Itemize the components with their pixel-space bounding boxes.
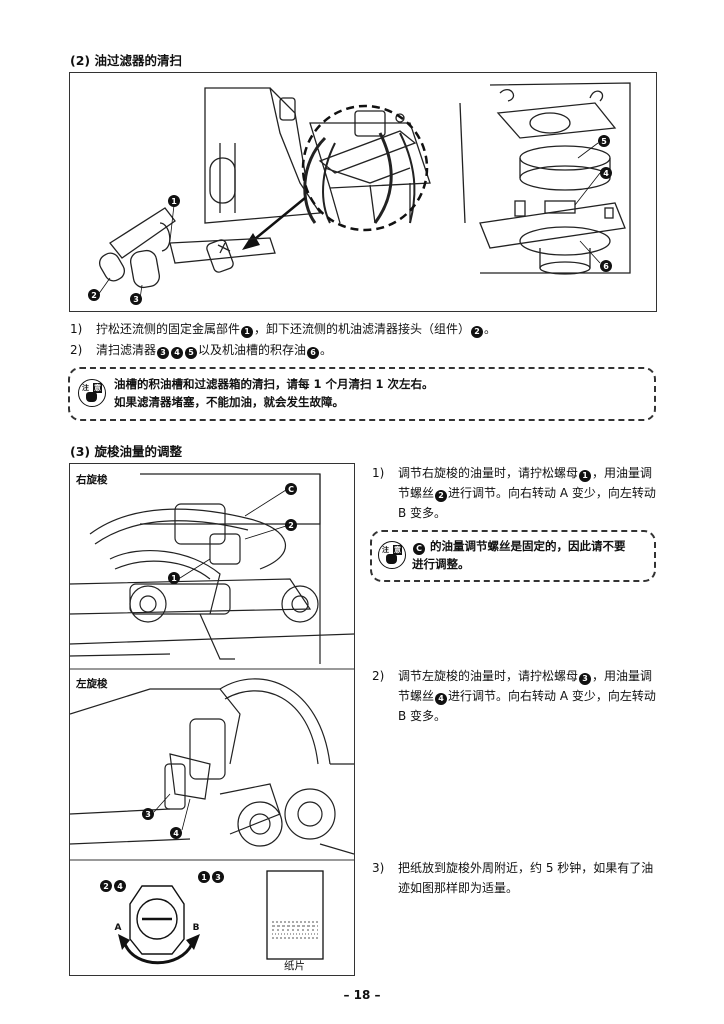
svg-text:1: 1	[201, 873, 207, 882]
step-text: 。	[484, 322, 497, 336]
step-text: ，用油量调节螺丝	[398, 669, 653, 703]
caution-box-c-screw: 注意 C 的油量调节螺丝是固定的，因此请不要 进行调整。	[370, 530, 656, 582]
badge-2: 2	[471, 326, 484, 338]
badge-4: 4	[171, 347, 184, 359]
screw-badge-1: 1	[198, 871, 210, 883]
svg-text:3: 3	[133, 295, 139, 304]
badge-4: 4	[435, 693, 448, 705]
step-text: 调节右旋梭的油量时，请拧松螺母	[398, 466, 579, 480]
figure-oil-filter: 1 2 3 4 5 6	[69, 72, 657, 312]
callout-badge-4: 4	[600, 167, 612, 179]
caution-hand-icon: 注意	[78, 379, 106, 407]
svg-text:2: 2	[288, 521, 294, 530]
hook-oil-illustration: C 2 1 3 4 2 4 1 3 A B	[70, 473, 354, 965]
page-number: – 18 –	[343, 988, 381, 1002]
badge-3: 3	[579, 673, 592, 685]
badge-1: 1	[579, 470, 592, 482]
callout-badge-3: 3	[130, 293, 142, 305]
svg-text:2: 2	[91, 291, 97, 300]
step-paper-test: 3) 把纸放到旋梭外周附近，约 5 秒钟，如果有了油迹如图那样即为适量。	[372, 858, 662, 900]
svg-text:4: 4	[603, 169, 609, 178]
screw-badge-4: 4	[114, 880, 126, 892]
step-number: 2)	[70, 343, 83, 357]
callout-badge-c: C	[285, 483, 297, 495]
callout-badge-6: 6	[600, 260, 612, 272]
badge-3: 3	[157, 347, 170, 359]
figure-hook-oil: 右旋梭	[69, 463, 355, 976]
step-text: 以及机油槽的积存油	[198, 343, 307, 357]
step-number: 1)	[70, 322, 83, 336]
step-text: 把纸放到旋梭外周附近，约 5 秒钟，如果有了油迹如图那样即为适量。	[398, 861, 654, 895]
fig-label-right-hook: 右旋梭	[76, 474, 108, 486]
callout-badge-2: 2	[285, 519, 297, 531]
badge-1: 1	[241, 326, 254, 338]
section-heading-hook-oil: (3) 旋梭油量的调整	[70, 444, 182, 459]
step-text: ，卸下还流侧的机油滤清器接头（组件）	[254, 322, 471, 336]
caution-hand-icon: 注意	[378, 541, 406, 569]
svg-text:4: 4	[117, 882, 123, 891]
badge-2: 2	[435, 490, 448, 502]
svg-text:1: 1	[171, 197, 177, 206]
step-text: 进行调节。向右转动 A 变少，向左转动 B 变多。	[398, 689, 656, 723]
section-heading-oil-filter: (2) 油过滤器的清扫	[70, 53, 182, 68]
oil-filter-illustration: 1 2 3 4 5 6	[88, 82, 631, 305]
badge-c: C	[413, 543, 425, 555]
svg-text:4: 4	[173, 829, 179, 838]
svg-text:1: 1	[171, 574, 177, 583]
step-text: 拧松还流侧的固定金属部件	[96, 322, 241, 336]
callout-badge-5: 5	[598, 135, 610, 147]
step-text: 进行调节。向右转动 A 变少，向左转动 B 变多。	[398, 486, 656, 520]
screw-badge-3: 3	[212, 871, 224, 883]
caution-line-1: 油槽的积油槽和过滤器箱的清扫，请每 1 个月清扫 1 次左右。	[114, 377, 434, 391]
step-number: 3)	[372, 861, 385, 875]
svg-text:3: 3	[145, 810, 151, 819]
paper-label: 纸片	[284, 960, 305, 972]
callout-badge-3: 3	[142, 808, 154, 820]
step-text: 调节左旋梭的油量时，请拧松螺母	[398, 669, 579, 683]
caution-line-1: C 的油量调节螺丝是固定的，因此请不要	[412, 538, 626, 555]
callout-badge-1: 1	[168, 572, 180, 584]
step-number: 2)	[372, 669, 385, 683]
fig-label-left-hook: 左旋梭	[76, 678, 108, 690]
caution-line-2: 进行调整。	[412, 557, 470, 571]
svg-text:C: C	[288, 485, 294, 494]
callout-badge-1: 1	[168, 195, 180, 207]
svg-text:2: 2	[103, 882, 109, 891]
svg-text:6: 6	[603, 262, 609, 271]
caution-line-2: 如果滤清器堵塞，不能加油，就会发生故障。	[114, 395, 344, 409]
svg-text:3: 3	[215, 873, 221, 882]
screw-badge-2: 2	[100, 880, 112, 892]
step-number: 1)	[372, 466, 385, 480]
badge-6: 6	[307, 347, 320, 359]
svg-text:5: 5	[601, 137, 607, 146]
direction-label-b: B	[193, 923, 200, 933]
callout-badge-2: 2	[88, 289, 100, 301]
callout-badge-4: 4	[170, 827, 182, 839]
step-text: ，用油量调节螺丝	[398, 466, 653, 500]
badge-5: 5	[185, 347, 198, 359]
caution-box-filter: 注意 油槽的积油槽和过滤器箱的清扫，请每 1 个月清扫 1 次左右。 如果滤清器…	[68, 367, 656, 421]
step-text: 清扫滤清器	[96, 343, 157, 357]
direction-label-a: A	[115, 923, 122, 933]
step-text: 。	[320, 343, 333, 357]
